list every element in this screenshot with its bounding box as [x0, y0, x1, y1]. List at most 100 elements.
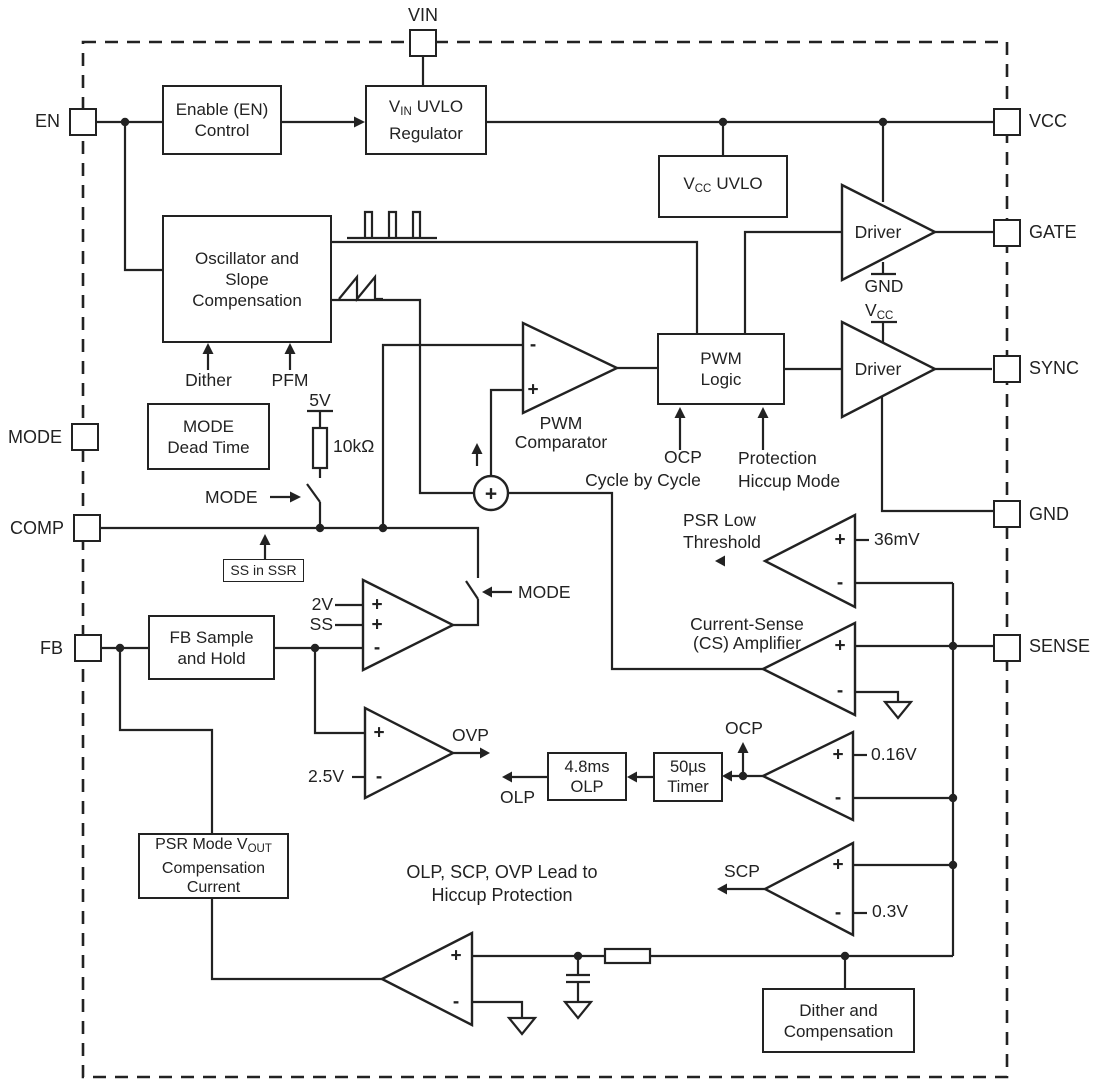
resistor-comp-icon	[603, 947, 652, 965]
protection-label-1: Protection	[738, 448, 817, 468]
ocp-comparator-icon	[760, 730, 855, 822]
ground-icon	[562, 1000, 594, 1020]
ss-in-ssr-tag: SS in SSR	[223, 559, 304, 582]
pin-sync	[993, 355, 1021, 383]
error-amp-minus: -	[373, 637, 381, 659]
pin-gnd	[993, 500, 1021, 528]
summing-node-icon	[472, 474, 510, 512]
junction-dots	[115, 117, 958, 961]
summing-node-plus: +	[484, 482, 498, 506]
pfm-input-label: PFM	[271, 370, 309, 390]
scp-comparator-icon	[762, 841, 855, 937]
ovp-comp-plus: +	[373, 722, 385, 744]
pwm-comp-plus: +	[527, 379, 539, 401]
pwm-comparator-label: PWM Comparator	[514, 413, 608, 452]
ref-2v5-label: 2.5V	[308, 766, 344, 786]
ref-36mv-label: 36mV	[874, 529, 920, 549]
ocp-cycle-label-1: OCP	[664, 447, 702, 467]
mode-dead-time-block: MODE Dead Time	[147, 403, 270, 470]
sync-driver-icon	[840, 320, 938, 419]
ocp-cycle-label-2: Cycle by Cycle	[585, 470, 701, 490]
error-amplifier-icon	[361, 578, 456, 672]
ovp-comp-minus: -	[375, 766, 383, 788]
comp-amp-minus: -	[452, 991, 460, 1013]
ref-016v-label: 0.16V	[871, 744, 917, 764]
pin-label-vin: VIN	[407, 5, 438, 25]
dither-compensation-block: Dither and Compensation	[762, 988, 915, 1053]
pin-en	[69, 108, 97, 136]
pwm-comparator-icon	[521, 321, 620, 415]
psr-low-plus: +	[834, 529, 846, 551]
psr-mode-vout-block: PSR Mode VOUT Compensation Current	[138, 833, 289, 899]
scp-comp-plus: +	[832, 854, 844, 876]
gate-driver-gnd-label: GND	[864, 276, 904, 296]
pin-comp	[73, 514, 101, 542]
comparator-triangles	[361, 183, 938, 1027]
cs-amplifier-icon	[760, 621, 857, 717]
sync-driver-vcc-label: VCC	[865, 300, 894, 323]
ovp-output-label: OVP	[452, 725, 489, 745]
scp-output-label: SCP	[724, 861, 760, 881]
dither-input-label: Dither	[185, 370, 232, 390]
pin-label-sense: SENSE	[1029, 636, 1091, 656]
ref-03v-label: 0.3V	[872, 901, 908, 921]
resistor-10k-label: 10kΩ	[333, 436, 375, 456]
pin-vcc	[993, 108, 1021, 136]
error-amp-plus2: +	[371, 614, 383, 636]
ocp-comp-minus: -	[834, 787, 842, 809]
pin-label-fb: FB	[39, 638, 63, 658]
cs-amp-plus: +	[834, 635, 846, 657]
ss-input-label: SS	[309, 614, 333, 634]
enable-control-block: Enable (EN) Control	[162, 85, 282, 155]
pin-label-en: EN	[34, 111, 60, 131]
hiccup-note: OLP, SCP, OVP Lead to Hiccup Protection	[406, 862, 598, 905]
pin-label-mode: MODE	[8, 427, 62, 447]
sync-driver-label: Driver	[854, 359, 902, 379]
psr-low-label-2: Threshold	[683, 532, 761, 552]
protection-label-2: Hiccup Mode	[738, 471, 841, 491]
psr-low-comparator-icon	[762, 513, 857, 609]
timer-50us-block: 50µs Timer	[653, 752, 723, 802]
cs-amp-minus: -	[836, 680, 844, 702]
psr-low-minus: -	[836, 572, 844, 594]
pwm-logic-block: PWM Logic	[657, 333, 785, 405]
gate-driver-label: Driver	[854, 222, 902, 242]
resistor-10k-icon	[311, 426, 329, 470]
ref-2v-label: 2V	[311, 594, 333, 614]
fb-sample-hold-block: FB Sample and Hold	[148, 615, 275, 680]
ground-icons	[506, 700, 914, 1036]
pin-label-gnd: GND	[1029, 504, 1069, 524]
pin-vin	[409, 29, 437, 57]
gate-driver-icon	[840, 183, 938, 282]
mode-switch-label: MODE	[205, 487, 258, 507]
pin-label-comp: COMP	[10, 518, 64, 538]
pin-label-vcc: VCC	[1029, 111, 1068, 131]
ground-icon	[506, 1016, 538, 1036]
supply-5v-label: 5V	[309, 390, 331, 410]
cs-amplifier-label: Current-Sense (CS) Amplifier	[690, 614, 804, 653]
comp-amp-plus: +	[450, 945, 462, 967]
pin-fb	[74, 634, 102, 662]
pin-gate	[993, 219, 1021, 247]
mode-switch2-label: MODE	[518, 582, 571, 602]
compensation-amplifier-icon	[379, 931, 474, 1027]
arrowheads	[202, 116, 769, 895]
psr-low-label-1: PSR Low	[683, 510, 756, 530]
olp-output-label: OLP	[500, 787, 536, 807]
oscillator-block: Oscillator and Slope Compensation	[162, 215, 332, 343]
ocp-comp-plus: +	[832, 744, 844, 766]
ground-icon	[882, 700, 914, 720]
ocp-output-label: OCP	[725, 718, 763, 738]
pwm-comp-minus: -	[529, 334, 537, 356]
scp-comp-minus: -	[834, 902, 842, 924]
ovp-comparator-icon	[363, 706, 456, 800]
pin-label-sync: SYNC	[1029, 358, 1080, 378]
error-amp-plus1: +	[371, 594, 383, 616]
pin-mode	[71, 423, 99, 451]
olp-timer-block: 4.8ms OLP	[547, 752, 627, 801]
chip-boundary	[81, 40, 1009, 1079]
